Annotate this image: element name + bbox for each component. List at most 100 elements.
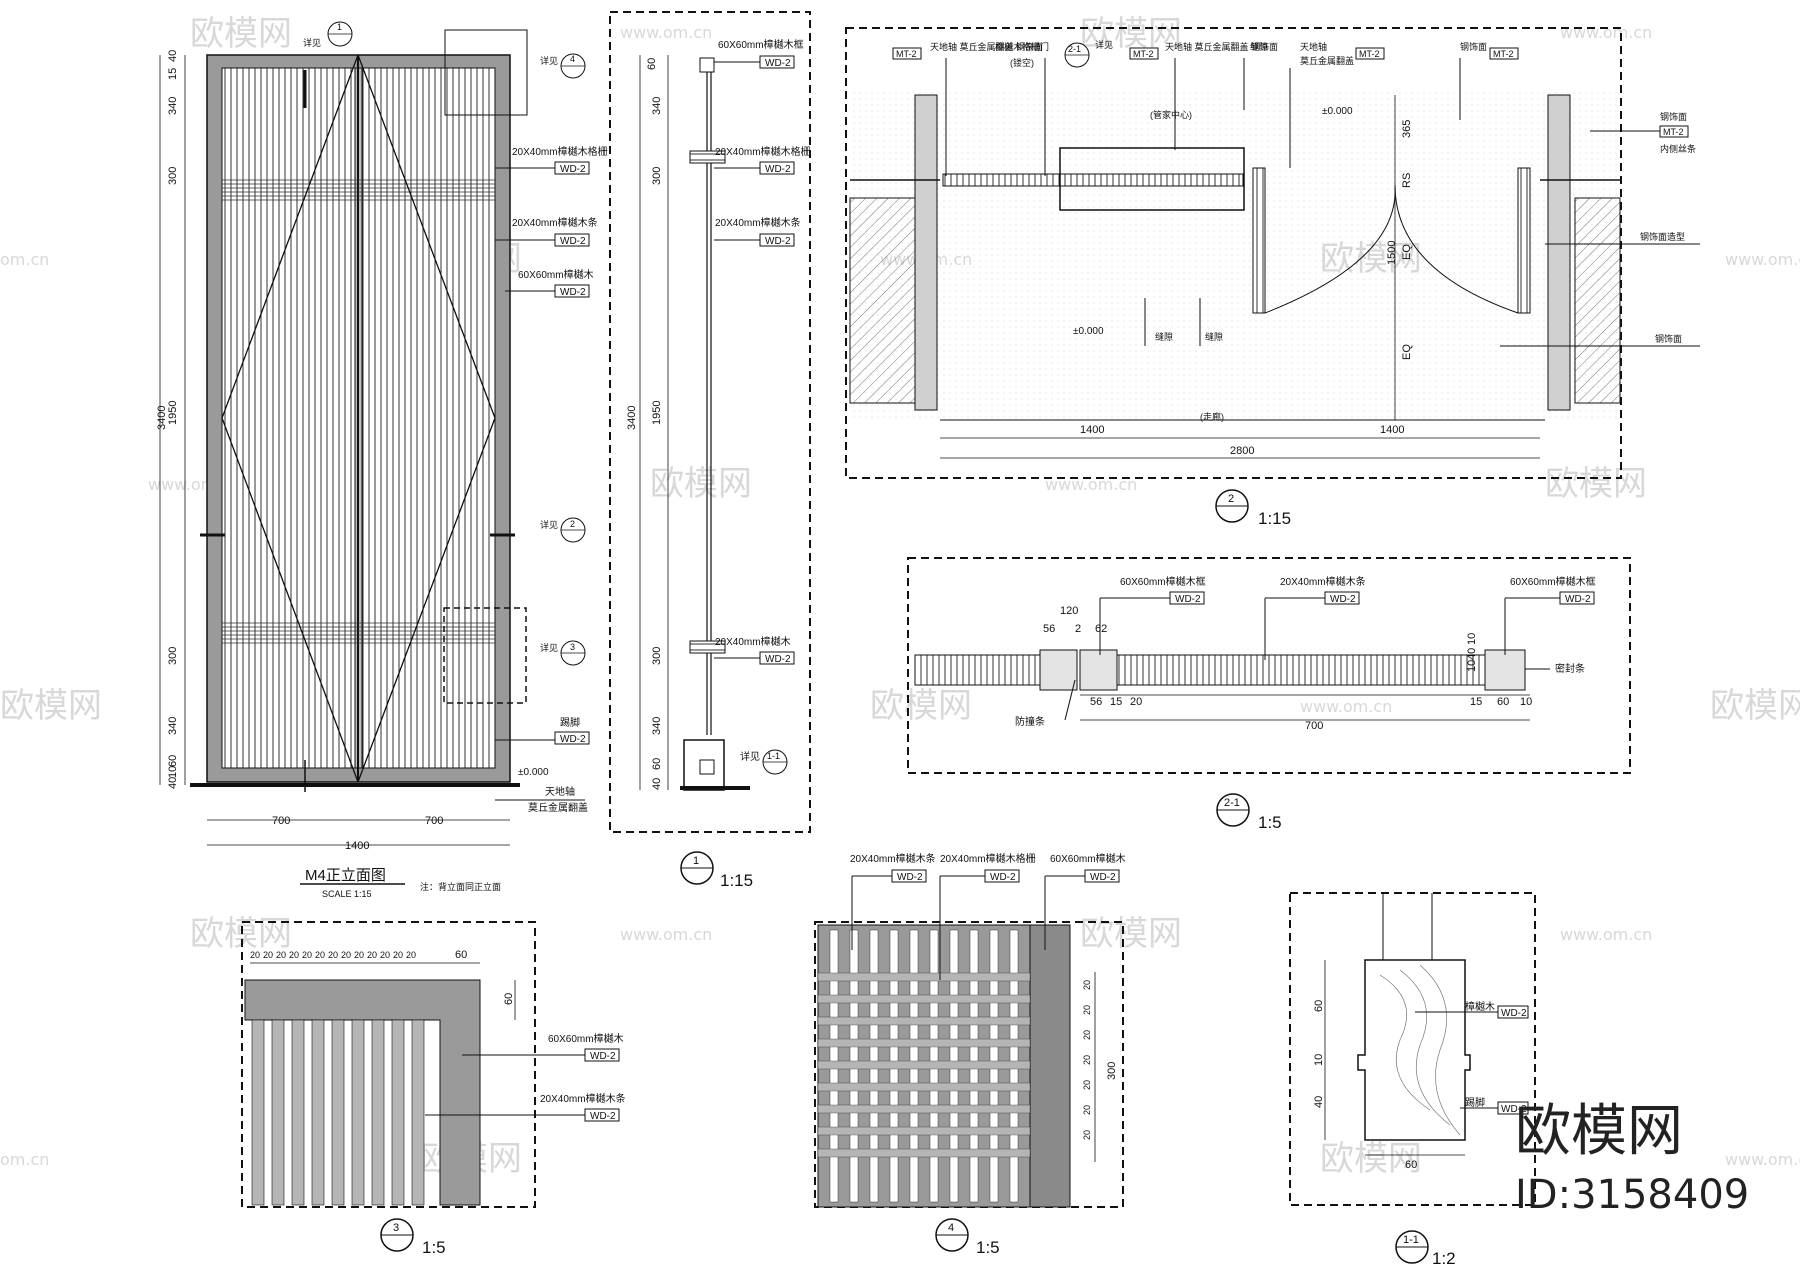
- callout[interactable]: 1 详见: [303, 21, 353, 48]
- watermark-site: www.om.cn: [1560, 925, 1652, 944]
- callout[interactable]: 3 详见: [443, 607, 586, 704]
- svg-text:2-1: 2-1: [1068, 44, 1081, 54]
- plan-labels: MT-2 天地轴 莫丘金属翻盖 钢饰面 樟樾木格栅门 (镂空) 详见 MT-2 …: [892, 39, 1700, 422]
- watermark-site: www.om.cn: [1725, 1150, 1800, 1169]
- elev-dim: 40: [167, 50, 179, 62]
- watermark-brand: 欧模网: [190, 14, 292, 54]
- svg-text:WD-2: WD-2: [897, 872, 923, 883]
- svg-text:踢脚: 踢脚: [1465, 1096, 1485, 1109]
- svg-text:WD-2: WD-2: [1175, 594, 1201, 605]
- plan-2: 1400 1400 2800 365 RS 1500 EQ EQ ±0.000 …: [845, 27, 1700, 528]
- swing-line-left: [221, 54, 359, 783]
- svg-text:60: 60: [1405, 1159, 1417, 1171]
- watermark-site: www.om.cn: [620, 23, 712, 42]
- svg-text:MT-2: MT-2: [1493, 49, 1514, 59]
- svg-text:内侧丝条: 内侧丝条: [1660, 143, 1696, 154]
- callout[interactable]: 4 详见: [444, 29, 586, 116]
- svg-text:1: 1: [337, 22, 342, 32]
- svg-text:±0.000: ±0.000: [518, 767, 549, 778]
- svg-text:踢脚: 踢脚: [560, 716, 580, 729]
- svg-text:60: 60: [1313, 1000, 1325, 1012]
- callout[interactable]: 2 详见: [540, 517, 586, 543]
- elev-dim-bottom: 700: [425, 815, 443, 827]
- svg-text:MT-2: MT-2: [1133, 49, 1154, 59]
- elev-dim: 340: [167, 97, 179, 115]
- svg-text:WD-2: WD-2: [765, 236, 791, 247]
- svg-text:钢饰面: 钢饰面: [1660, 111, 1687, 122]
- svg-text:缝隙: 缝隙: [1155, 331, 1173, 342]
- plan-overall: 2800: [1230, 445, 1254, 457]
- watermark-site: www.om.cn: [1725, 250, 1800, 269]
- watermark-site: www.om.cn: [1045, 475, 1137, 494]
- detail-3-slats: [251, 1019, 425, 1206]
- svg-text:20: 20: [380, 950, 390, 960]
- elev-dim: 340: [167, 717, 179, 735]
- svg-text:40: 40: [1313, 1096, 1325, 1108]
- svg-text:WD-2: WD-2: [1565, 594, 1591, 605]
- svg-text:56: 56: [1090, 696, 1102, 708]
- svg-text:MT-2: MT-2: [1663, 127, 1684, 137]
- svg-text:20: 20: [263, 950, 273, 960]
- plan-dim: 1500: [1386, 241, 1398, 265]
- detail-3-scale: 1:5: [422, 1238, 446, 1257]
- lattice-bands: [222, 179, 495, 644]
- svg-text:3: 3: [393, 1222, 399, 1234]
- plan-dim: 365: [1401, 120, 1413, 138]
- svg-text:WD-2: WD-2: [765, 58, 791, 69]
- section-1-scale: 1:15: [720, 871, 753, 890]
- detail-1-1-tag: 1-1 1:2: [1395, 1230, 1456, 1268]
- section-1-tag: 1 1:15: [680, 851, 753, 890]
- elevation-scale: SCALE 1:15: [322, 889, 372, 899]
- svg-text:20X40mm樟樾木条: 20X40mm樟樾木条: [540, 1092, 626, 1105]
- elev-dim: 10: [167, 766, 179, 778]
- svg-text:WD-2: WD-2: [765, 164, 791, 175]
- watermark-site: www.om.cn: [1560, 23, 1652, 42]
- svg-text:钢饰面造型: 钢饰面造型: [1640, 231, 1685, 242]
- svg-text:WD-2: WD-2: [560, 734, 586, 745]
- svg-text:20X40mm樟樾木: 20X40mm樟樾木: [715, 635, 791, 648]
- watermark-brand: 欧模网: [650, 464, 752, 504]
- callout[interactable]: 2-1: [1064, 42, 1090, 68]
- svg-text:20X40mm樟樾木格栅: 20X40mm樟樾木格栅: [715, 145, 811, 158]
- svg-text:20X40mm樟樾木条: 20X40mm樟樾木条: [1280, 575, 1366, 588]
- plan-2-scale: 1:15: [1258, 509, 1291, 528]
- model-id: ID:3158409: [1515, 1172, 1749, 1218]
- elev-dim: 300: [167, 647, 179, 665]
- svg-text:详见: 详见: [1095, 39, 1113, 50]
- svg-text:300: 300: [1106, 1062, 1118, 1080]
- svg-text:20: 20: [1082, 1005, 1092, 1015]
- svg-text:20: 20: [1082, 1055, 1092, 1065]
- plan-dim: EQ: [1401, 244, 1413, 260]
- svg-text:20: 20: [1082, 1130, 1092, 1140]
- watermark-brand: 欧模网: [1545, 464, 1647, 504]
- detail-4-tag: 4 1:5: [935, 1218, 1000, 1257]
- elev-dim: 300: [167, 167, 179, 185]
- svg-text:20: 20: [1130, 696, 1142, 708]
- sec-dim: 300: [651, 167, 663, 185]
- svg-text:20: 20: [328, 950, 338, 960]
- detail-2-1: 120 56 2 62 56 15 20 700 15 60 10 10 40 …: [907, 557, 1631, 832]
- svg-text:4: 4: [948, 1222, 954, 1234]
- watermark-brand: 欧模网: [1710, 686, 1800, 726]
- svg-text:62: 62: [1095, 623, 1107, 635]
- plan-2-tag: 2 1:15: [1215, 489, 1291, 528]
- plan-dim: 1400: [1380, 424, 1404, 436]
- svg-text:MT-2: MT-2: [896, 49, 917, 59]
- right-leaf-slats: [361, 67, 496, 769]
- svg-text:樟樾木: 樟樾木: [1465, 1000, 1495, 1013]
- svg-text:56: 56: [1043, 623, 1055, 635]
- svg-text:钢饰面: 钢饰面: [1460, 41, 1487, 52]
- detail-3-tag: 3 1:5: [380, 1218, 446, 1257]
- callout[interactable]: 1-1: [762, 749, 788, 775]
- svg-text:详见: 详见: [540, 55, 558, 66]
- sec-dim: 40: [651, 778, 663, 790]
- elev-dim: 1950: [167, 401, 179, 425]
- svg-text:天地轴: 天地轴: [1300, 41, 1327, 52]
- svg-text:20: 20: [1082, 1105, 1092, 1115]
- svg-text:60: 60: [455, 949, 467, 961]
- svg-text:60X60mm樟樾木框: 60X60mm樟樾木框: [1120, 575, 1206, 588]
- elevation-title: M4正立面图: [305, 867, 386, 884]
- swing-line-right: [357, 54, 496, 783]
- plan-dim: RS: [1401, 173, 1413, 188]
- svg-text:120: 120: [1060, 605, 1078, 617]
